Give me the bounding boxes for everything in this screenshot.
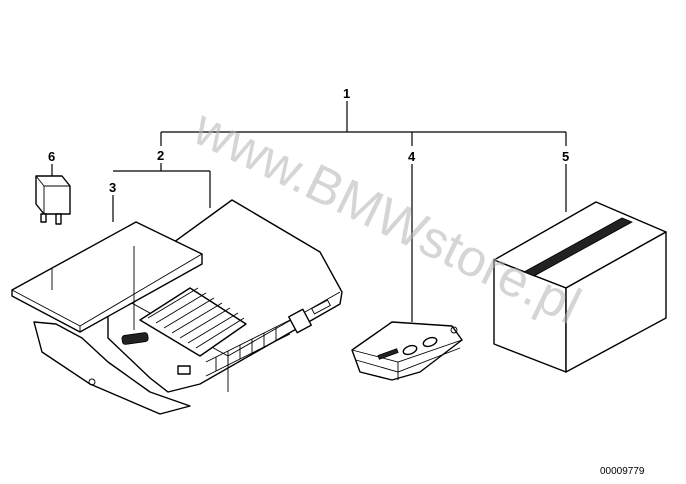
callout-2: 2: [157, 148, 164, 163]
callout-3: 3: [109, 180, 116, 195]
leader-lines: [51, 101, 567, 322]
callout-6: 6: [48, 149, 55, 164]
fuse-part: [35, 175, 71, 225]
callout-4: 4: [408, 149, 416, 164]
callout-1: 1: [343, 86, 350, 101]
reference-number: 00009779: [600, 466, 645, 477]
port-grid: [205, 319, 291, 377]
box-part: [493, 201, 667, 373]
cover-part: [11, 221, 203, 333]
callout-5: 5: [562, 149, 569, 164]
connector-pins: [147, 287, 245, 349]
remote-key-part: [351, 321, 463, 381]
